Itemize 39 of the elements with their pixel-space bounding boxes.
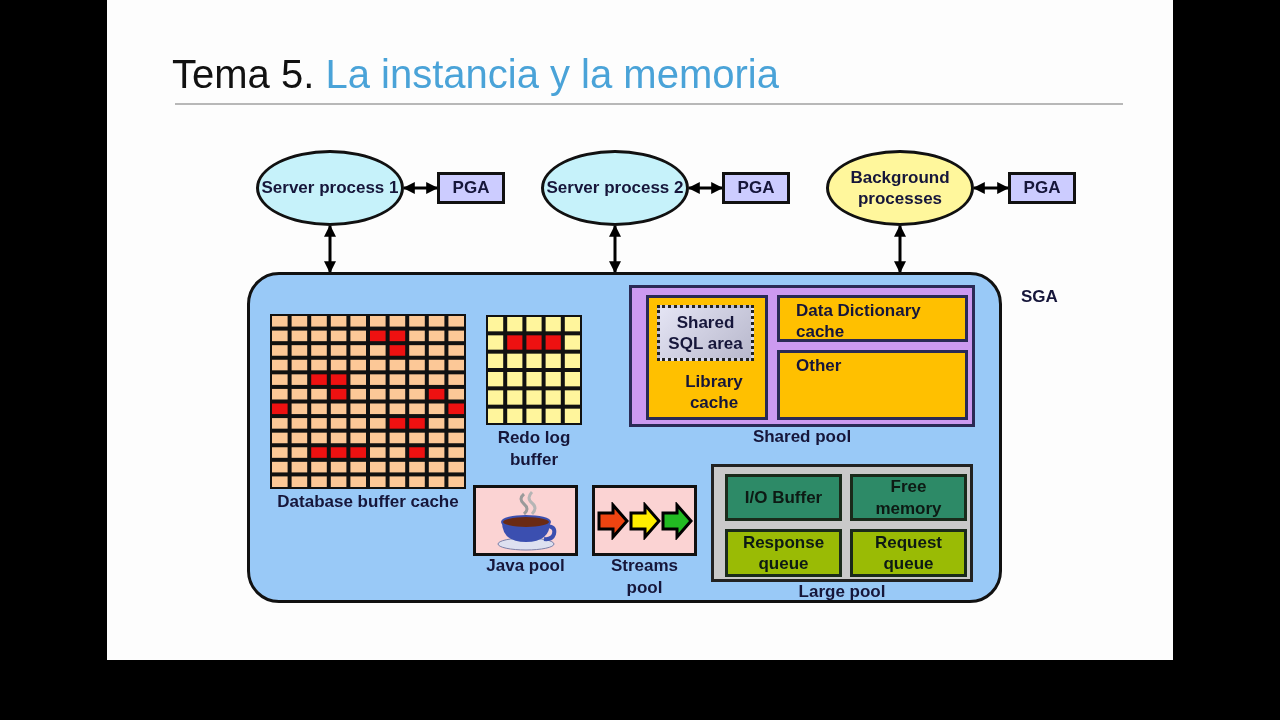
double-arrow: [402, 182, 439, 194]
process-label: Server process 2: [546, 177, 684, 199]
sql-area-label: Shared SQL area: [667, 311, 744, 355]
pool-label: Streams pool: [609, 555, 680, 600]
buffer-box: [725, 529, 842, 577]
buffer-box-label: I/O Buffer: [744, 486, 823, 509]
cache-label: Data Dictionary cache: [796, 300, 922, 343]
process-label: Background processes: [849, 166, 951, 210]
buffer-label: Redo log buffer: [496, 427, 572, 472]
buffer-box: [850, 529, 967, 577]
sga-label: SGA: [1021, 287, 1058, 307]
buffer-box-label: Free memory: [874, 476, 943, 519]
double-arrow: [687, 182, 724, 194]
memory-box: [722, 172, 790, 204]
memory-label: PGA: [1023, 177, 1061, 199]
cache-label: Library cache: [684, 370, 744, 413]
buffer-box: [850, 474, 967, 521]
pool-label: Shared pool: [751, 426, 853, 448]
pool-label: Large pool: [797, 581, 887, 603]
double-arrow: [324, 224, 336, 274]
double-arrow: [609, 224, 621, 274]
pool-label: Java pool: [485, 555, 566, 577]
sql-area-box: [657, 305, 754, 361]
double-arrow: [972, 182, 1010, 194]
buffer-box-label: Request queue: [873, 531, 944, 575]
buffer-label: Database buffer cache: [276, 491, 460, 513]
process-label: Server process 1: [261, 177, 399, 199]
cache-label: Other: [796, 355, 842, 377]
buffer-box: [725, 474, 842, 521]
memory-label: PGA: [452, 177, 490, 199]
cache-box: [777, 295, 968, 342]
cache-box: [646, 295, 768, 420]
slide-title: Tema 5. La instancia y la memoria: [172, 52, 779, 96]
double-arrow: [894, 224, 906, 274]
memory-label: PGA: [737, 177, 775, 199]
cache-box: [777, 350, 968, 420]
memory-box: [1008, 172, 1076, 204]
buffer-box-label: Response queue: [741, 531, 826, 575]
memory-box: [437, 172, 505, 204]
